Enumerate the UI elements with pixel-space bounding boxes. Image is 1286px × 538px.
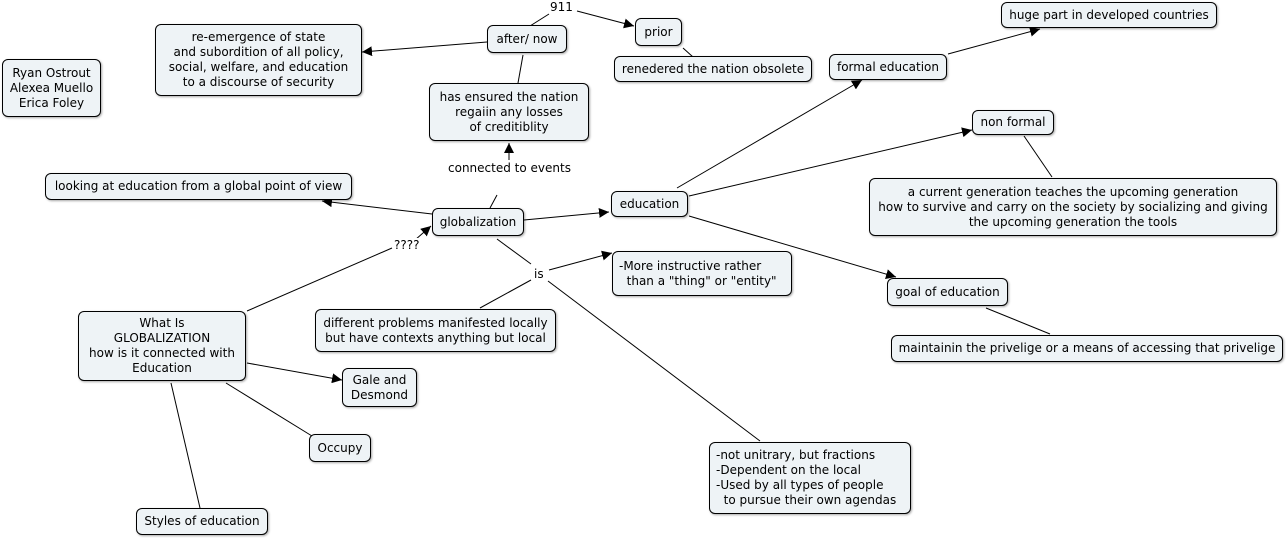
node-styles-of-education[interactable]: Styles of education bbox=[136, 508, 268, 535]
node-huge-part-text-line: huge part in developed countries bbox=[1009, 7, 1209, 22]
node-goal-of-education-text-line: goal of education bbox=[895, 284, 1000, 299]
node-goal-of-education[interactable]: goal of education bbox=[887, 278, 1008, 306]
node-after-now-text-line: after/ now bbox=[496, 31, 558, 46]
node-reemergence-text-line: re-emergence of state bbox=[191, 30, 326, 44]
link-911-to-prior bbox=[576, 10, 635, 29]
node-current-generation-text-line: a current generation teaches the upcomin… bbox=[907, 184, 1239, 199]
node-what-is-globalization-text-line: how is it connected with bbox=[89, 346, 235, 360]
link-education-to-non-formal bbox=[688, 127, 973, 197]
node-after-now[interactable]: after/ now bbox=[487, 25, 567, 53]
node-current-generation-text-line: how to survive and carry on the society … bbox=[878, 199, 1268, 214]
link-globalization-to-global-view bbox=[321, 197, 433, 215]
link-education-to-goal bbox=[688, 215, 897, 279]
node-fractions[interactable]: -not unitrary, but fractions-Dependent o… bbox=[709, 442, 911, 514]
node-education[interactable]: education bbox=[611, 191, 688, 217]
node-huge-part[interactable]: huge part in developed countries bbox=[1001, 2, 1217, 28]
link-what-is-to-occupy bbox=[225, 382, 313, 437]
node-what-is-globalization-text-line: What Is bbox=[139, 316, 185, 330]
link-after-now-to-911 bbox=[529, 13, 550, 27]
link-what-is-to-question bbox=[246, 247, 393, 312]
node-local-problems-text-line: but have contexts anything but local bbox=[325, 330, 546, 345]
link-is-to-instructive bbox=[548, 250, 613, 271]
link-label-connected-to-events: connected to events bbox=[447, 161, 572, 175]
node-fractions-text-line: to pursue their own agendas bbox=[716, 493, 897, 507]
node-gale-desmond-text-line: Desmond bbox=[350, 387, 409, 402]
node-gale-desmond-text-line: Gale and bbox=[352, 372, 407, 387]
node-instructive-text-line: than a "thing" or "entity" bbox=[619, 273, 777, 288]
node-prior[interactable]: prior bbox=[635, 18, 682, 46]
node-education-text-line: education bbox=[619, 196, 680, 211]
node-non-formal[interactable]: non formal bbox=[972, 110, 1054, 135]
node-privilege-text-line: maintainin the privelige or a means of a… bbox=[898, 341, 1276, 355]
node-instructive-text-line: -More instructive rather bbox=[619, 258, 762, 273]
node-global-view-text-line: looking at education from a global point… bbox=[54, 179, 343, 193]
link-education-to-formal bbox=[676, 79, 863, 189]
node-ensured-text-line: has ensured the nation bbox=[439, 89, 579, 104]
node-instructive[interactable]: -More instructive rather than a "thing" … bbox=[612, 251, 792, 296]
node-global-view[interactable]: looking at education from a global point… bbox=[45, 173, 352, 200]
node-occupy[interactable]: Occupy bbox=[309, 434, 371, 462]
node-what-is-globalization-text-line: Education bbox=[132, 361, 192, 375]
node-fractions-text-line: -Used by all types of people bbox=[716, 478, 884, 492]
node-local-problems-text-line: different problems manifested locally bbox=[323, 315, 548, 330]
node-fractions-text-line: -not unitrary, but fractions bbox=[716, 448, 876, 462]
link-non-formal-to-current-generation bbox=[1023, 135, 1053, 178]
node-non-formal-text-line: non formal bbox=[980, 115, 1046, 129]
node-what-is-globalization-text-line: GLOBALIZATION bbox=[113, 331, 211, 345]
link-label-911: 911 bbox=[549, 0, 574, 14]
link-goal-to-privilege bbox=[985, 307, 1051, 335]
link-what-is-to-gale bbox=[246, 362, 343, 384]
node-ensured-text-line: regaiin any losses bbox=[455, 104, 563, 119]
node-formal-education[interactable]: formal education bbox=[829, 54, 947, 80]
node-current-generation-text-line: the upcoming generation the tools bbox=[968, 214, 1178, 229]
link-after-now-to-reemergence bbox=[361, 41, 488, 57]
link-globalization-to-education bbox=[523, 207, 610, 221]
node-privilege[interactable]: maintainin the privelige or a means of a… bbox=[891, 335, 1283, 362]
link-is-to-fractions bbox=[547, 280, 761, 442]
node-obsolete-text-line: renedered the nation obsolete bbox=[621, 61, 805, 76]
node-obsolete[interactable]: renedered the nation obsolete bbox=[614, 56, 812, 82]
node-occupy-text-line: Occupy bbox=[317, 440, 363, 455]
node-authors-text-line: Ryan Ostrout bbox=[12, 65, 91, 80]
link-formal-to-huge-part bbox=[947, 26, 1041, 55]
node-formal-education-text-line: formal education bbox=[836, 59, 940, 74]
link-question-to-globalization bbox=[414, 225, 432, 241]
link-globalization-to-connected bbox=[489, 194, 498, 209]
link-prior-to-obsolete bbox=[682, 47, 694, 58]
node-globalization[interactable]: globalization bbox=[432, 208, 524, 236]
node-globalization-text-line: globalization bbox=[439, 214, 517, 229]
link-label-is: is bbox=[533, 267, 545, 281]
node-authors-text-line: Erica Foley bbox=[18, 95, 85, 110]
node-reemergence-text-line: social, welfare, and education bbox=[168, 60, 349, 74]
link-what-is-to-styles bbox=[170, 382, 201, 509]
node-styles-of-education-text-line: Styles of education bbox=[144, 514, 260, 528]
node-reemergence-text-line: and subordition of all policy, bbox=[173, 45, 344, 59]
link-ensured-to-after-now bbox=[517, 54, 524, 84]
link-globalization-to-is bbox=[496, 238, 532, 265]
link-label-question-marks: ???? bbox=[393, 238, 421, 252]
link-problems-to-is bbox=[479, 279, 532, 309]
node-ensured-text-line: of creditiblity bbox=[469, 119, 549, 134]
node-prior-text-line: prior bbox=[644, 24, 673, 39]
node-authors-text-line: Alexea Muello bbox=[9, 80, 94, 95]
node-current-generation[interactable]: a current generation teaches the upcomin… bbox=[869, 178, 1277, 236]
node-fractions-text-line: -Dependent on the local bbox=[716, 463, 861, 477]
node-reemergence-text-line: to a discourse of security bbox=[182, 75, 335, 89]
